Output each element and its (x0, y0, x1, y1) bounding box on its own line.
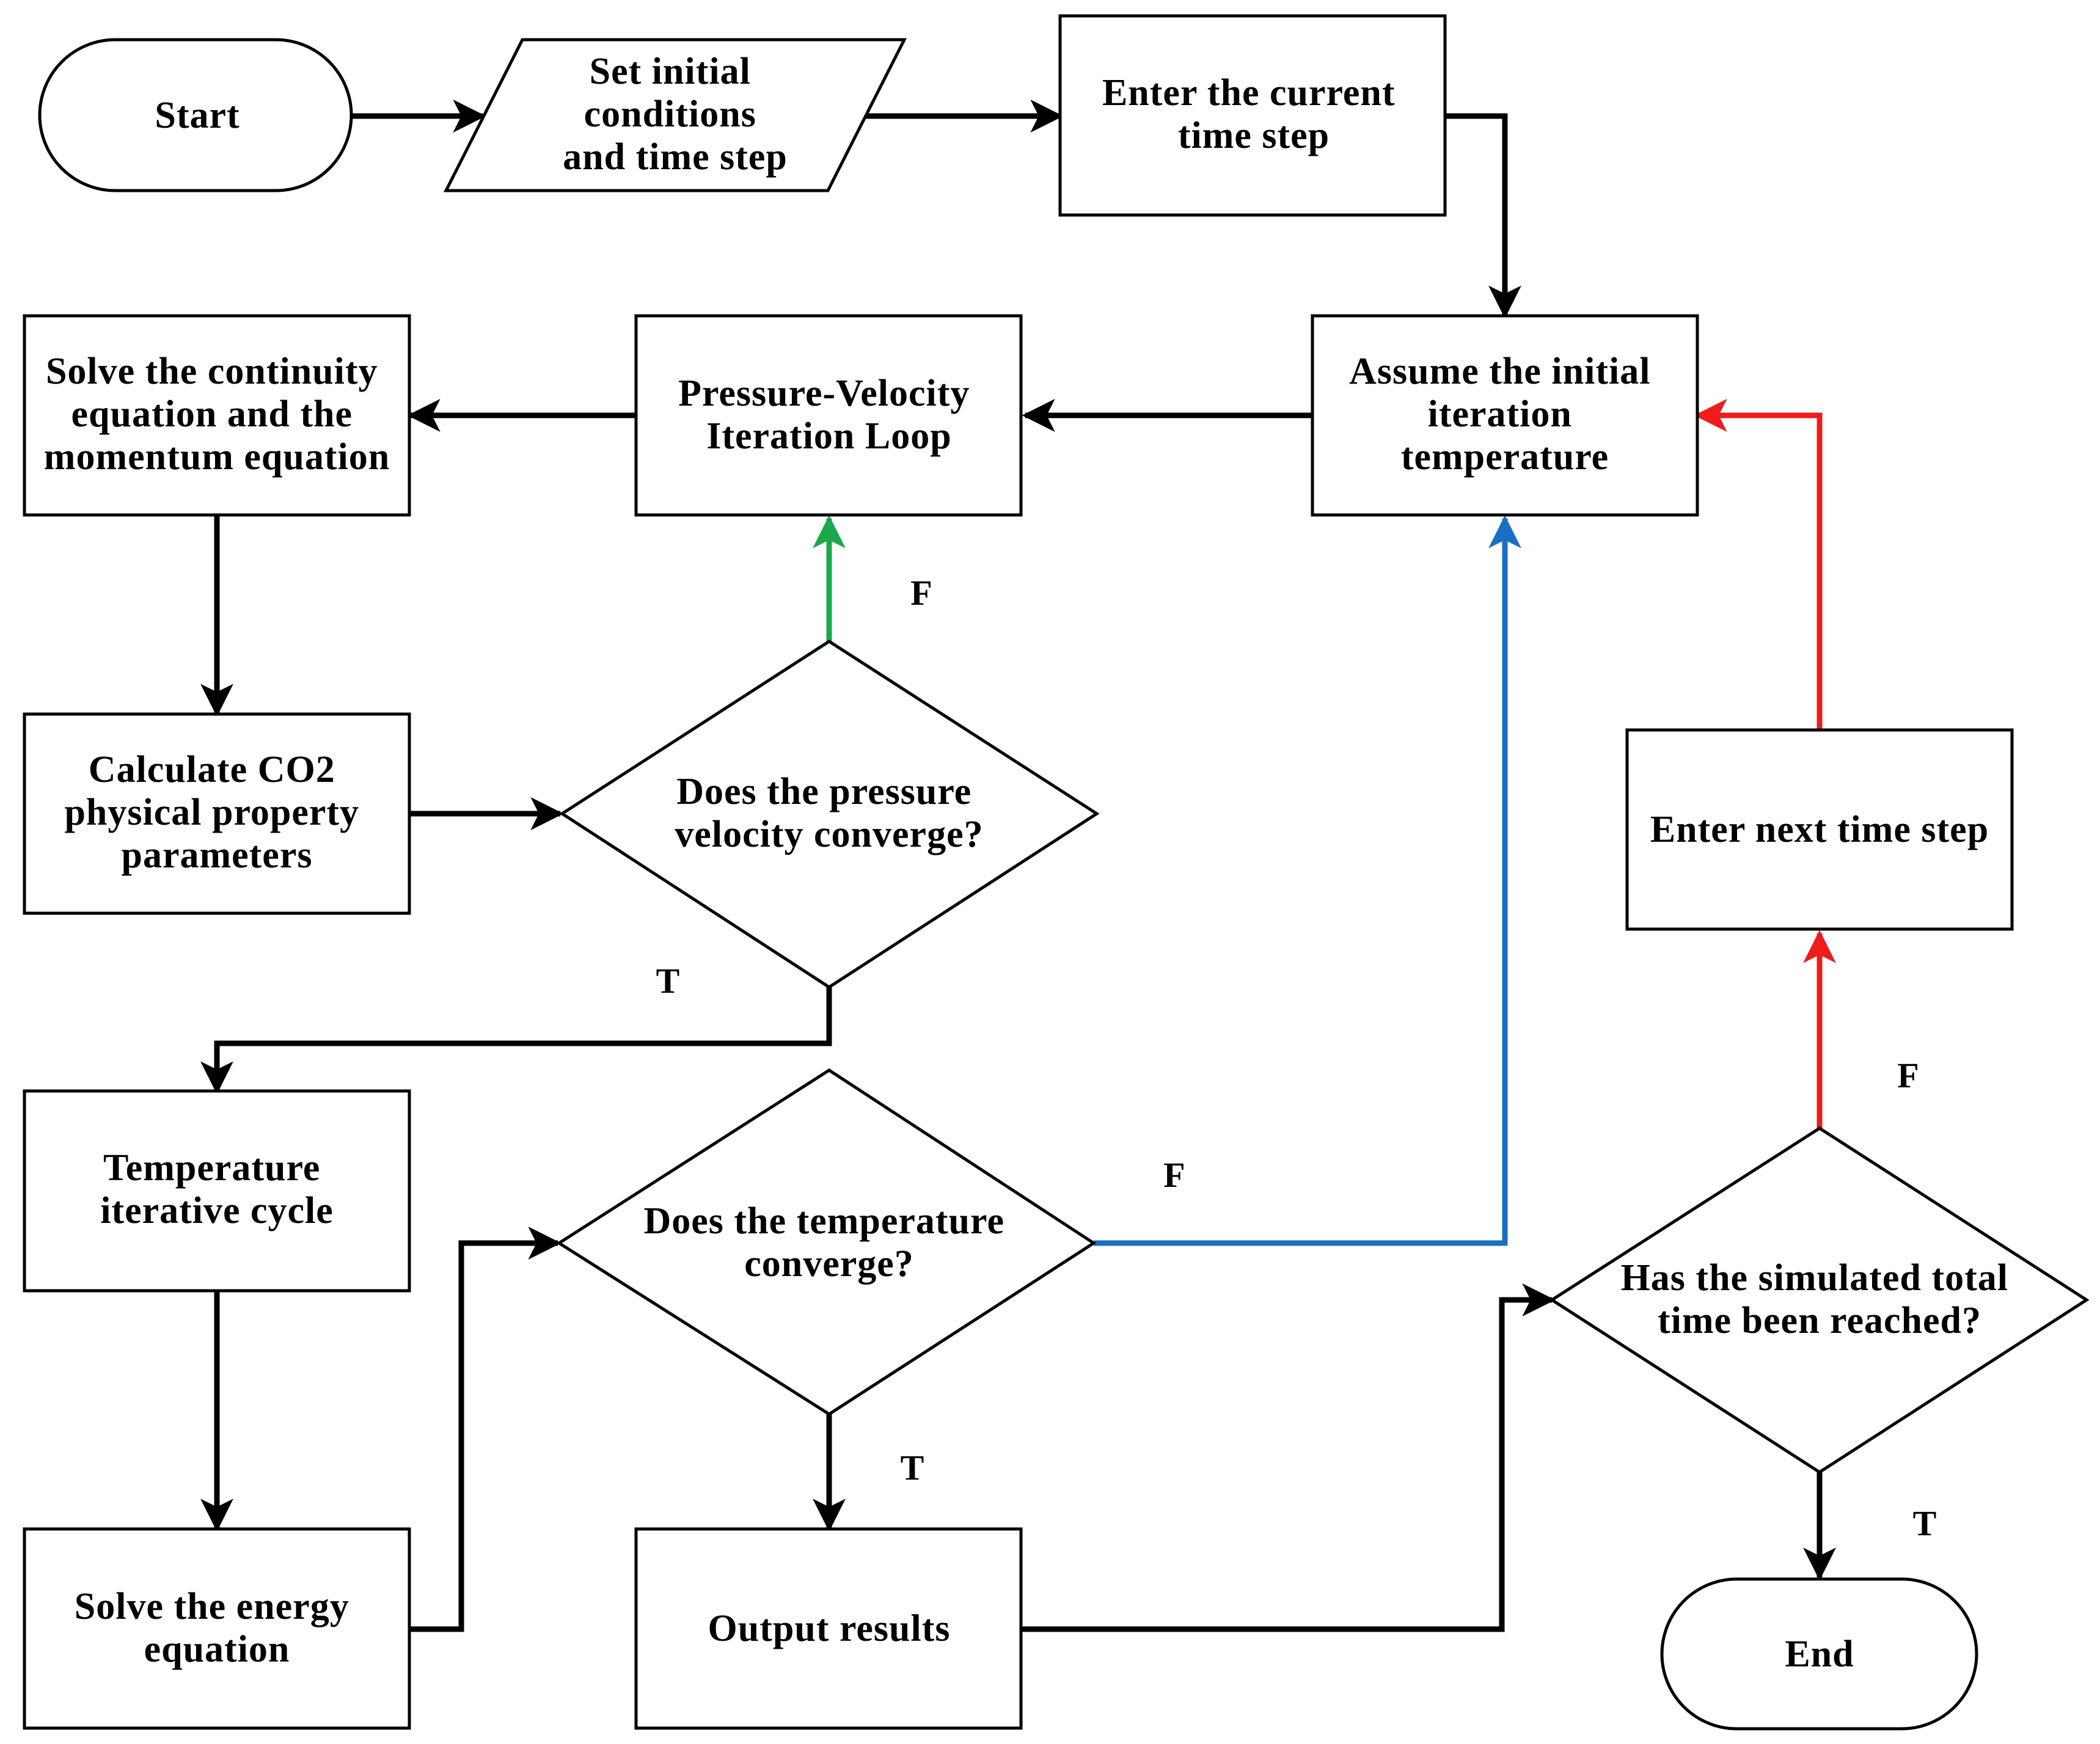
output-results-label: Output results (708, 1608, 951, 1649)
assume-temperature-label-line: Assume the initial (1349, 351, 1650, 392)
calculate-co2-label: Calculate CO2 physical property paramete… (64, 749, 369, 876)
output-results-box (634, 1527, 1023, 1730)
enter-current-label: Enter the current time step (1102, 72, 1405, 156)
arrow-solve-energy-to-temp-converge (409, 1227, 562, 1632)
arrow-pv-converge-true (200, 987, 832, 1095)
temp-converge-label-line: Does the temperature (644, 1200, 1004, 1242)
total-time-label: Has the simulated total time been reache… (1621, 1257, 2019, 1341)
start-label-line: Start (155, 95, 240, 136)
temp-converge-label: Does the temperature converge? (644, 1200, 1015, 1285)
set-initial-parallelogram (443, 38, 907, 192)
pv-converge-label-line: Does the pressure (676, 771, 971, 812)
pressure-velocity-label-line: Pressure-Velocity (678, 373, 970, 414)
solve-energy-label-line: equation (144, 1629, 290, 1670)
temp-false-label: F (1163, 1155, 1185, 1195)
output-results-label-line: Output results (708, 1608, 951, 1649)
node-labels: Start Set initial conditions and time st… (44, 51, 2019, 1675)
branch-labels: F T F T F T (656, 573, 1937, 1543)
end-terminal (1660, 1577, 1978, 1731)
total-time-diamond (1549, 1126, 2090, 1474)
pv-converge-diamond (559, 640, 1100, 989)
solve-continuity-label: Solve the continuity equation and the mo… (44, 351, 390, 478)
enter-current-label-line: Enter the current (1102, 72, 1396, 114)
assume-temperature-box (1311, 314, 1699, 517)
temperature-cycle-box (23, 1089, 411, 1293)
arrow-enter-current-to-assume-temperature (1445, 113, 1521, 319)
solve-energy-label-line: Solve the energy (75, 1586, 349, 1627)
assume-temperature-label-line: temperature (1401, 436, 1609, 478)
set-initial-label-line: and time step (563, 136, 788, 178)
pressure-velocity-label-line: Iteration Loop (706, 415, 952, 457)
arrow-output-to-total-time (1019, 1283, 1556, 1632)
temperature-cycle-label-line: iterative cycle (100, 1190, 334, 1231)
pv-converge-label: Does the pressure velocity converge? (675, 771, 983, 855)
set-initial-label-line: conditions (584, 93, 756, 135)
pv-false-label: F (910, 573, 932, 613)
enter-next-label: Enter next time step (1650, 809, 1989, 850)
temperature-cycle-label: Temperature iterative cycle (100, 1147, 334, 1231)
set-initial-label-line: Set initial (590, 51, 751, 92)
total-time-label-line: time been reached? (1658, 1300, 1981, 1341)
pressure-velocity-box (634, 314, 1023, 517)
pressure-velocity-label: Pressure-Velocity Iteration Loop (678, 373, 980, 457)
connectors (200, 100, 1836, 1632)
solve-energy-label: Solve the energy equation (75, 1586, 359, 1670)
calculate-co2-label-line: Calculate CO2 (89, 749, 335, 790)
enter-current-box (1058, 14, 1447, 217)
start-label: Start (155, 95, 240, 136)
enter-next-label-line: Enter next time step (1650, 809, 1989, 850)
calculate-co2-label-line: parameters (122, 834, 313, 876)
shapes (23, 14, 2090, 1731)
pv-true-label: T (656, 961, 680, 1001)
enter-current-label-line: time step (1178, 115, 1330, 156)
assume-temperature-label-line: iteration (1428, 393, 1572, 435)
end-label-line: End (1785, 1633, 1854, 1675)
solve-continuity-box (23, 314, 411, 517)
solve-continuity-label-line: Solve the continuity (46, 351, 378, 392)
solve-continuity-label-line: momentum equation (44, 436, 390, 478)
time-false-label: F (1897, 1056, 1919, 1095)
time-true-label: T (1913, 1503, 1937, 1543)
temp-converge-diamond (556, 1068, 1097, 1416)
start-terminal (38, 38, 353, 192)
end-label: End (1785, 1633, 1854, 1675)
temp-true-label: T (901, 1448, 924, 1487)
solve-continuity-label-line: equation and the (71, 393, 353, 435)
enter-next-box (1625, 728, 2014, 931)
set-initial-label: Set initial conditions and time step (563, 51, 788, 178)
temperature-cycle-label-line: Temperature (103, 1147, 320, 1189)
pv-converge-label-line: velocity converge? (675, 814, 983, 855)
arrow-enter-next-to-assume-temperature (1694, 399, 1823, 730)
arrow-temp-converge-false (1094, 515, 1521, 1246)
assume-temperature-label: Assume the initial iteration temperature (1349, 351, 1661, 478)
total-time-label-line: Has the simulated total (1621, 1257, 2008, 1299)
calculate-co2-label-line: physical property (64, 792, 359, 833)
solve-energy-box (23, 1527, 411, 1730)
temp-converge-label-line: converge? (744, 1243, 914, 1285)
calculate-co2-box (23, 712, 411, 915)
